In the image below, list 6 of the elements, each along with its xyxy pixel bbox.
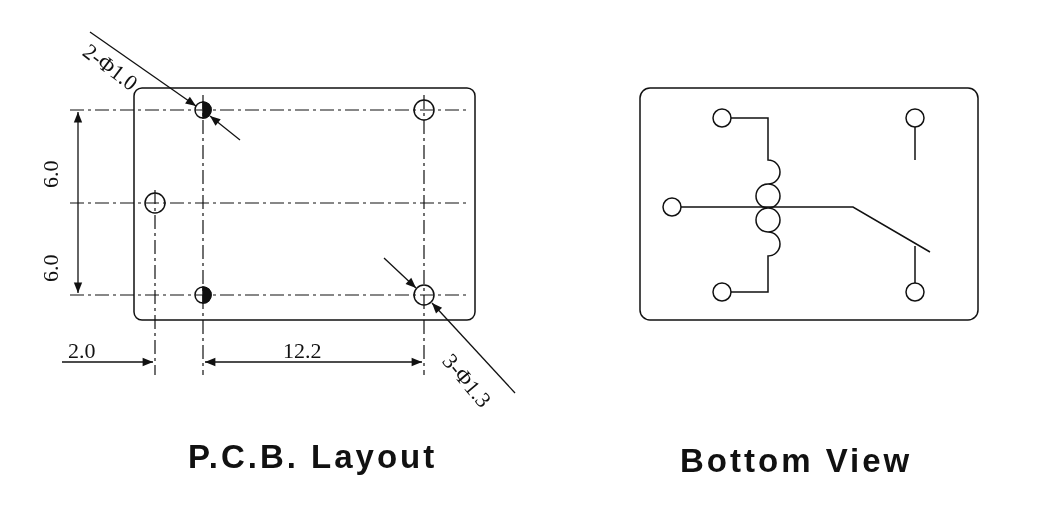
view-title: Bottom View [680, 444, 913, 477]
dimension-label: 6.0 [40, 160, 62, 188]
view-title: P.C.B. Layout [188, 440, 438, 473]
dimension-label: 6.0 [40, 254, 62, 282]
dimension-label: 12.2 [283, 340, 322, 362]
dimension-label: 2.0 [68, 340, 96, 362]
